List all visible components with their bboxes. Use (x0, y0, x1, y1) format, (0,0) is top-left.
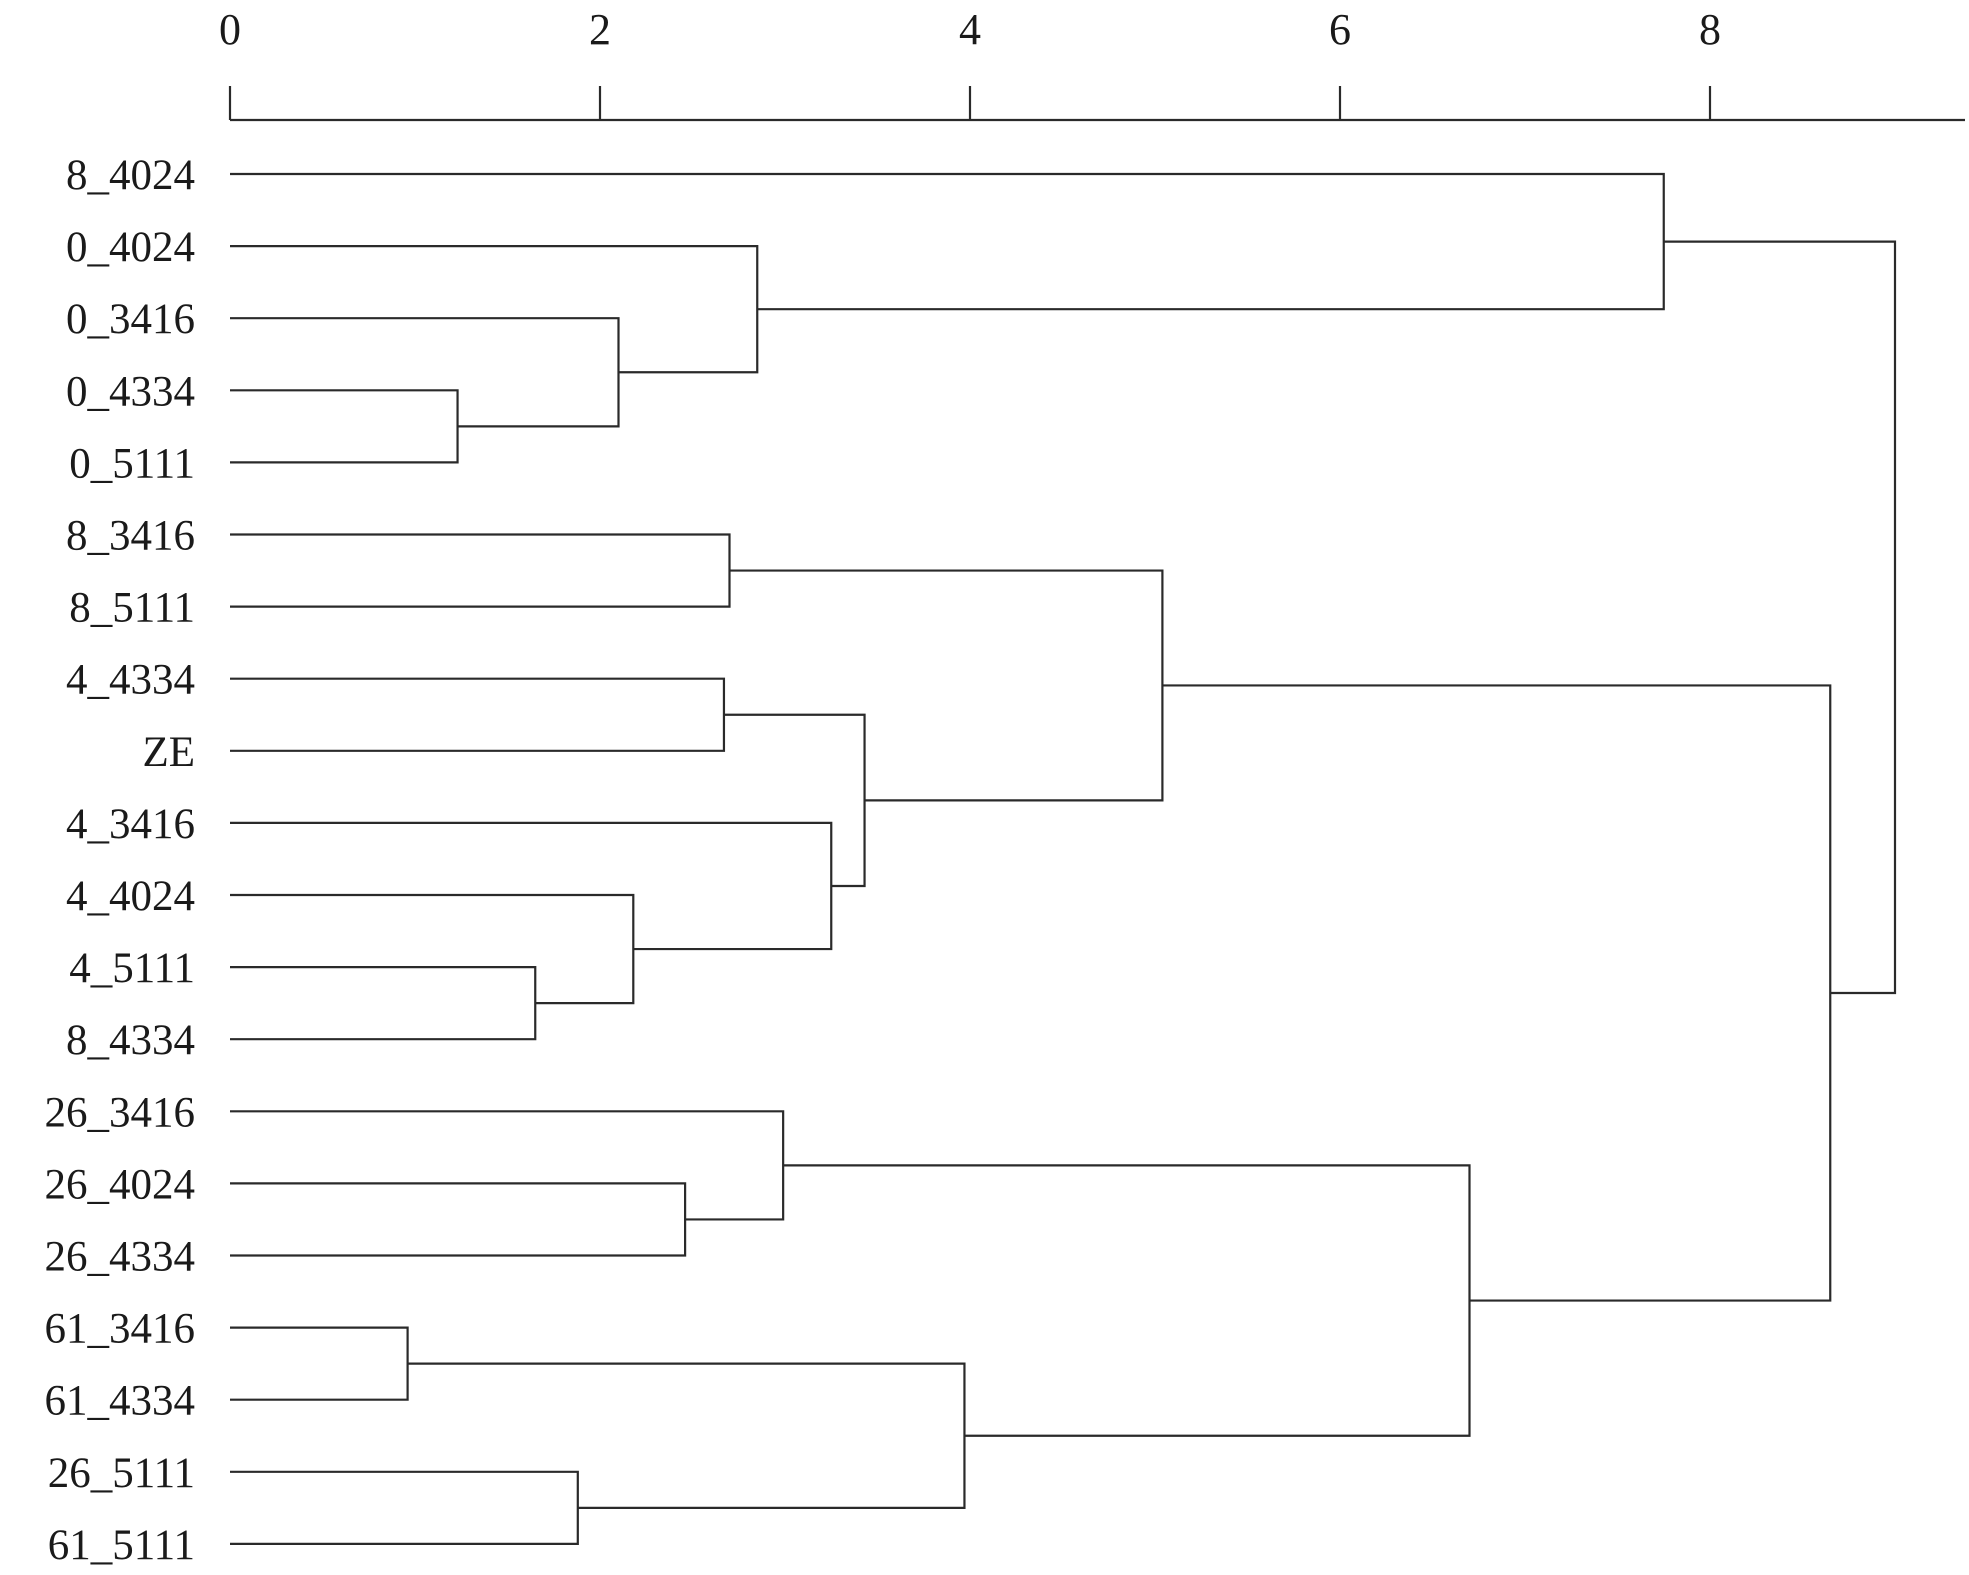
cluster-link (729, 569, 1164, 802)
leaf-label: 61_3416 (45, 1306, 196, 1353)
cluster-link (230, 1110, 785, 1221)
cluster-link (230, 389, 459, 464)
cluster-link (230, 1470, 579, 1545)
leaf-label: ZE (142, 729, 195, 776)
cluster-link (407, 1362, 966, 1509)
cluster-link (230, 821, 833, 951)
cluster-link (230, 677, 726, 752)
leaf-label: 26_4334 (45, 1234, 196, 1281)
leaf-label: 8_5111 (69, 585, 195, 632)
leaf-label: 4_4024 (66, 873, 195, 920)
leaf-labels: 8_4024 0_4024 0_3416 0_4334 0_5111 8_3416 8_51… (45, 152, 196, 1569)
axis-tick-label: 8 (1699, 5, 1721, 54)
cluster-link (230, 172, 1665, 311)
leaf-label: 26_5111 (48, 1450, 195, 1497)
dendrogram-tree (230, 172, 1897, 1545)
leaf-label: 0_3416 (66, 296, 195, 343)
leaf-label: 26_4024 (45, 1161, 196, 1208)
cluster-link (1663, 240, 1897, 995)
axis-tick-label: 6 (1329, 5, 1351, 54)
leaf-label: 8_4024 (66, 152, 195, 199)
top-axis: 0 2 4 6 8 (219, 5, 1965, 122)
axis-tick-label: 4 (959, 5, 981, 54)
cluster-link (230, 317, 620, 428)
cluster-link (230, 1326, 409, 1401)
leaf-label: 26_3416 (45, 1089, 196, 1136)
leaf-label: 4_5111 (69, 945, 195, 992)
leaf-label: 8_4334 (66, 1017, 195, 1064)
leaf-label: 0_5111 (69, 440, 195, 487)
cluster-link (230, 966, 537, 1041)
leaf-label: 61_4334 (45, 1378, 196, 1425)
cluster-link (230, 893, 635, 1005)
axis-tick-label: 0 (219, 5, 241, 54)
cluster-link (1162, 684, 1832, 1302)
leaf-label: 0_4024 (66, 224, 195, 271)
leaf-label: 8_3416 (66, 513, 195, 560)
leaf-label: 61_5111 (48, 1522, 195, 1569)
axis-tick-label: 2 (589, 5, 611, 54)
cluster-link (723, 713, 866, 888)
leaf-label: 0_4334 (66, 368, 195, 415)
leaf-label: 4_3416 (66, 801, 195, 848)
cluster-link (230, 245, 759, 374)
cluster-link (783, 1164, 1471, 1437)
leaf-label: 4_4334 (66, 657, 195, 704)
cluster-link (230, 1182, 687, 1257)
cluster-link (230, 533, 731, 608)
